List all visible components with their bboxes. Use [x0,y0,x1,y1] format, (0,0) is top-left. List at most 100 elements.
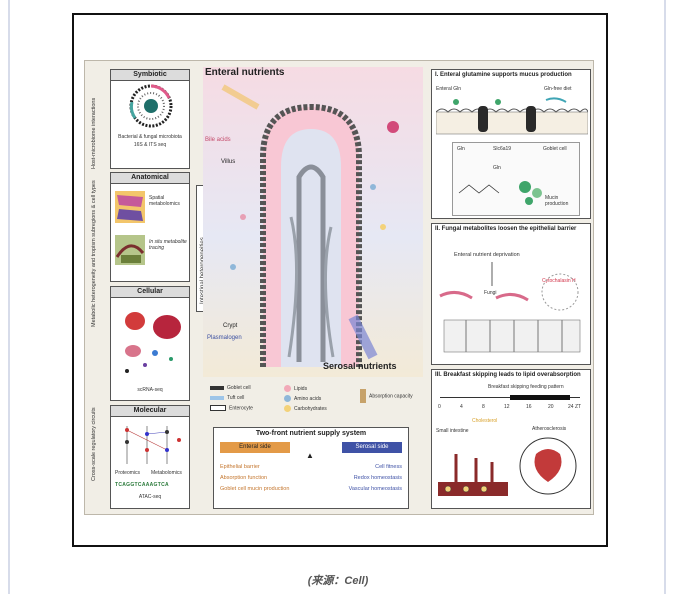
villus-drawing [221,84,399,367]
tick: 0 [438,404,441,410]
enteral-gln-label: Enteral Gln [436,86,462,92]
villus-diagram: Enteral nutrients Bile acids Villus Cryp… [203,67,423,377]
legend-item: Goblet cell [210,385,280,391]
bile-acids-label: Bile acids [205,137,231,143]
molecular-title: Molecular [111,406,189,417]
villus-label: Villus [221,159,236,165]
pattern-label: Breakfast skipping feeding pattern [488,384,564,390]
legend-label: Amino acids [294,395,322,402]
panel-2: II. Fungal metabolites loosen the epithe… [431,223,591,365]
scrna-label: scRNA-seq [137,387,163,393]
gln-label: Gln [457,146,465,152]
panel-1-inset: Gln Slc6a19 Goblet cell Gln Mucin produc… [452,142,580,216]
serosal-item: Cell fitness [375,464,402,470]
legend-item: Carbohydrates [284,405,354,412]
epithelium-drawing [436,97,588,135]
anatomical-box: Anatomical Spatial metabolomics In situ … [110,172,190,282]
tracing-icon [115,235,145,265]
symbiotic-line2: 16S & ITS seq [133,142,167,148]
legend-label: Carbohydrates [294,405,327,412]
legend-swatch [360,389,366,403]
axis-label-1: Host-microbiome interactions [91,97,97,169]
legend-label: Enterocyte [229,405,253,412]
legend-swatch [210,385,224,390]
gln-molecule-drawing [458,181,542,205]
symbiotic-title: Symbiotic [111,70,189,81]
enteral-side-tag: Enteral side [220,442,290,453]
cellular-title: Cellular [111,287,189,298]
microbiota-wheel-icon [129,84,173,128]
athero-label: Atherosclerosis [532,426,567,432]
legend: Goblet cell Tuft cell Enterocyte Lipids … [210,383,425,423]
plasmalogen-label: Plasmalogen [207,335,242,341]
serosal-nutrients-label: Serosal nutrients [323,361,397,371]
spatial-map-icon [115,191,145,223]
panel-3-title: III. Breakfast skipping leads to lipid o… [435,372,581,378]
lipid-absorption-drawing [438,437,577,496]
legend-label: Lipids [294,385,308,392]
axis-label-2: Metabolic heterogeneity and tropism subr… [91,180,97,327]
panel-3: III. Breakfast skipping leads to lipid o… [431,369,591,509]
panel-2-title: II. Fungal metabolites loosen the epithe… [435,226,577,232]
atac-label: ATAC-seq [138,494,162,500]
enteral-item: Epithelial barrier [220,464,260,470]
feeding-window [510,395,570,400]
mucin-label: Mucin production [545,195,569,207]
anatomical-title: Anatomical [111,173,189,184]
crypt-label: Crypt [223,323,238,329]
legend-item: Lipids [284,385,354,392]
goblet-label: Goblet cell [543,146,567,152]
enteral-item: Goblet cell mucin production [220,486,290,492]
panel-1: I. Enteral glutamine supports mucus prod… [431,69,591,219]
legend-item: Absorption capacity [360,389,422,403]
serosal-item: Vascular homeostasis [348,486,402,492]
tick: 24 ZT [568,404,582,410]
cholesterol-label: Cholesterol [472,418,498,424]
tick: 8 [482,404,485,410]
legend-item: Amino acids [284,395,354,402]
molecular-box: Molecular Proteomics Metabolomics TCAGGT… [110,405,190,509]
balance-triangle-icon: ▲ [306,451,314,460]
graphical-abstract: Symbiotic Bacterial & fungal microbiota … [84,60,594,515]
legend-label: Goblet cell [227,385,251,391]
left-page-rule [8,0,10,594]
omics-network-icon [125,426,181,464]
slc-label: Slc6a19 [493,146,512,152]
axis-label-3: Cross-scale regulatory circuits [91,407,97,481]
panel-1-title: I. Enteral glutamine supports mucus prod… [435,72,572,78]
supply-title: Two-front nutrient supply system [255,430,367,437]
legend-label: Absorption capacity [369,393,413,400]
proteomics-label: Proteomics [115,470,141,476]
legend-swatch [210,405,226,411]
symbiotic-line1: Bacterial & fungal microbiota [118,134,182,140]
atac-sequence: TCAGGTCAAAGTCA [115,482,169,488]
enteral-nutrients-label: Enteral nutrients [205,67,285,78]
legend-item: Enterocyte [210,405,280,411]
umap-icon [125,312,181,373]
legend-swatch [284,405,291,412]
tick: 12 [504,404,510,410]
right-page-rule [664,0,666,594]
deprivation-label: Enteral nutrient deprivation [454,252,520,258]
serosal-side-tag: Serosal side [342,442,402,453]
legend-item: Tuft cell [210,395,280,401]
symbiotic-box: Symbiotic Bacterial & fungal microbiota … [110,69,190,169]
timeline [440,394,580,402]
cellular-box: Cellular scRNA-seq [110,286,190,401]
legend-swatch [284,395,291,402]
spatial-label: Spatial metabolomics [149,195,180,207]
tick: 20 [548,404,554,410]
barrier-drawing [439,262,581,353]
figure-source-caption: (来源：Cell) [307,575,369,587]
insitu-label: In situ metabolite tracing [149,239,187,251]
cytochalasin-label: Cytochalasin H [542,278,576,284]
gln2-label: Gln [493,165,501,171]
fungi-label: Fungi [484,290,497,296]
legend-label: Tuft cell [227,395,245,401]
gln-free-label: Gln-free diet [544,86,572,92]
serosal-item: Redox homeostasis [353,475,402,481]
enteral-item: Absorption function [220,475,268,481]
intestine-label: Small intestine [436,428,469,434]
legend-swatch [210,395,224,400]
legend-swatch [284,385,291,392]
